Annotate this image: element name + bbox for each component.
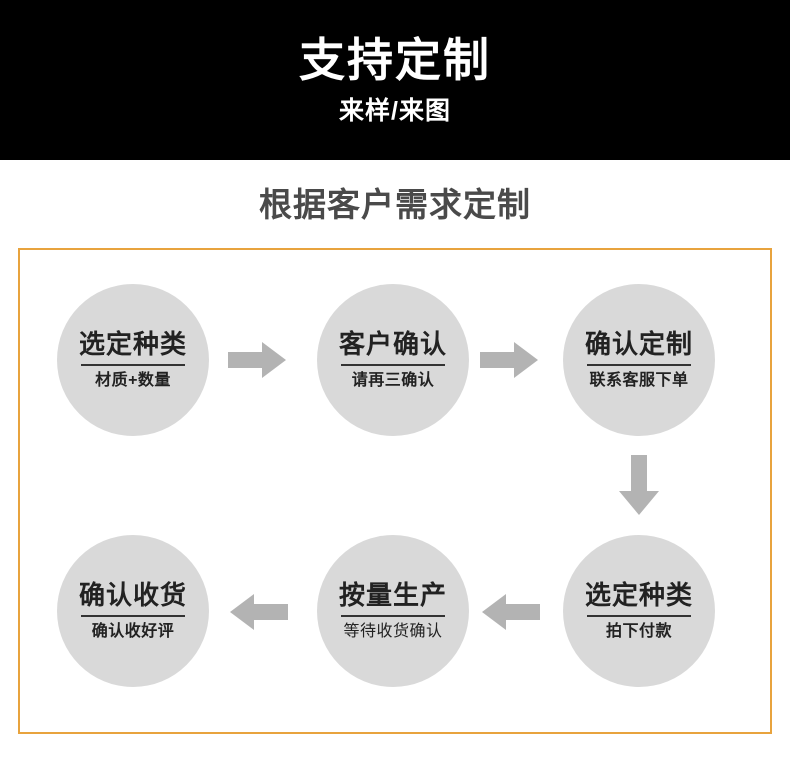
flow-node-2: 客户确认 请再三确认 xyxy=(317,284,469,436)
flow-node-6-subtitle: 确认收好评 xyxy=(91,623,175,640)
flow-node-5-subtitle: 等待收货确认 xyxy=(343,623,443,640)
flow-node-5-title: 按量生产 xyxy=(338,580,447,611)
arrow-right-icon xyxy=(480,340,540,380)
banner-title: 支持定制 xyxy=(299,33,491,86)
flow-node-2-divider xyxy=(341,364,445,366)
flow-node-2-subtitle: 请再三确认 xyxy=(351,372,435,389)
flow-diagram-frame xyxy=(18,248,772,734)
flow-node-1-subtitle: 材质+数量 xyxy=(95,372,171,389)
flow-node-1-divider xyxy=(81,364,185,366)
flow-node-6-title: 确认收货 xyxy=(78,580,187,611)
flow-node-5-divider xyxy=(341,615,445,617)
flow-node-6-divider xyxy=(81,615,185,617)
header-banner: 支持定制 来样/来图 xyxy=(0,0,790,160)
flow-node-6: 确认收货 确认收好评 xyxy=(57,535,209,687)
flow-node-3-subtitle: 联系客服下单 xyxy=(589,372,689,389)
arrow-left-icon xyxy=(228,592,288,632)
flow-node-2-title: 客户确认 xyxy=(338,329,447,360)
arrow-right-icon xyxy=(228,340,288,380)
flow-node-3: 确认定制 联系客服下单 xyxy=(563,284,715,436)
flow-node-1-title: 选定种类 xyxy=(78,329,187,360)
arrow-left-icon xyxy=(480,592,540,632)
flow-node-4: 选定种类 拍下付款 xyxy=(563,535,715,687)
flow-node-4-subtitle: 拍下付款 xyxy=(605,623,672,640)
flow-node-4-divider xyxy=(587,615,691,617)
flow-node-5: 按量生产 等待收货确认 xyxy=(317,535,469,687)
arrow-down-icon xyxy=(617,455,661,517)
flow-node-3-title: 确认定制 xyxy=(584,329,693,360)
banner-subtitle: 来样/来图 xyxy=(339,96,451,125)
flow-node-3-divider xyxy=(587,364,691,366)
flow-node-4-title: 选定种类 xyxy=(584,580,693,611)
flow-node-1: 选定种类 材质+数量 xyxy=(57,284,209,436)
section-heading: 根据客户需求定制 xyxy=(259,186,531,223)
